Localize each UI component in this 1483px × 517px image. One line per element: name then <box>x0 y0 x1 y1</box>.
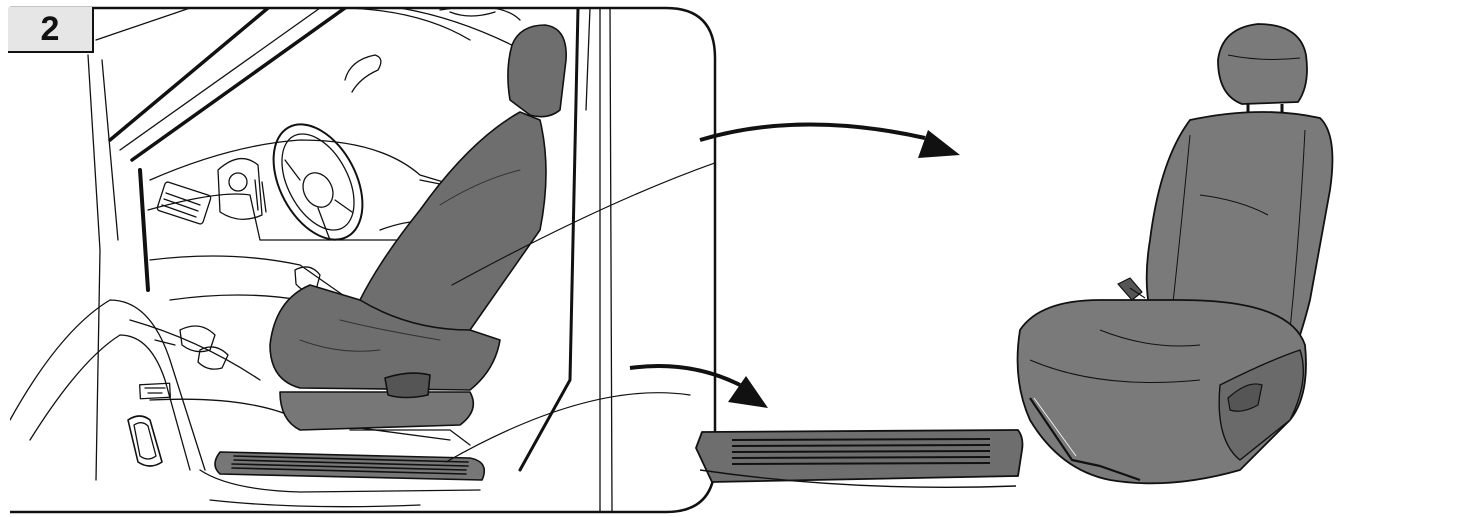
seat-buckle <box>1118 278 1142 300</box>
grab-handle <box>345 55 381 92</box>
seat-headrest <box>1218 24 1307 104</box>
dome-light <box>450 12 495 16</box>
panel-frame <box>10 8 715 512</box>
front-seat-installed <box>270 25 566 430</box>
steering-wheel <box>255 109 380 254</box>
removed-seat <box>1018 24 1333 483</box>
seat-removal-arrow <box>700 124 960 158</box>
sill-plate-installed <box>200 452 484 507</box>
removed-sill-plate <box>696 430 1023 487</box>
door-panel <box>10 300 205 470</box>
step-number: 2 <box>41 12 60 46</box>
sill-leader-line <box>446 393 690 462</box>
step-number-label: 2 <box>8 7 94 53</box>
sill-removal-arrow <box>630 366 768 408</box>
